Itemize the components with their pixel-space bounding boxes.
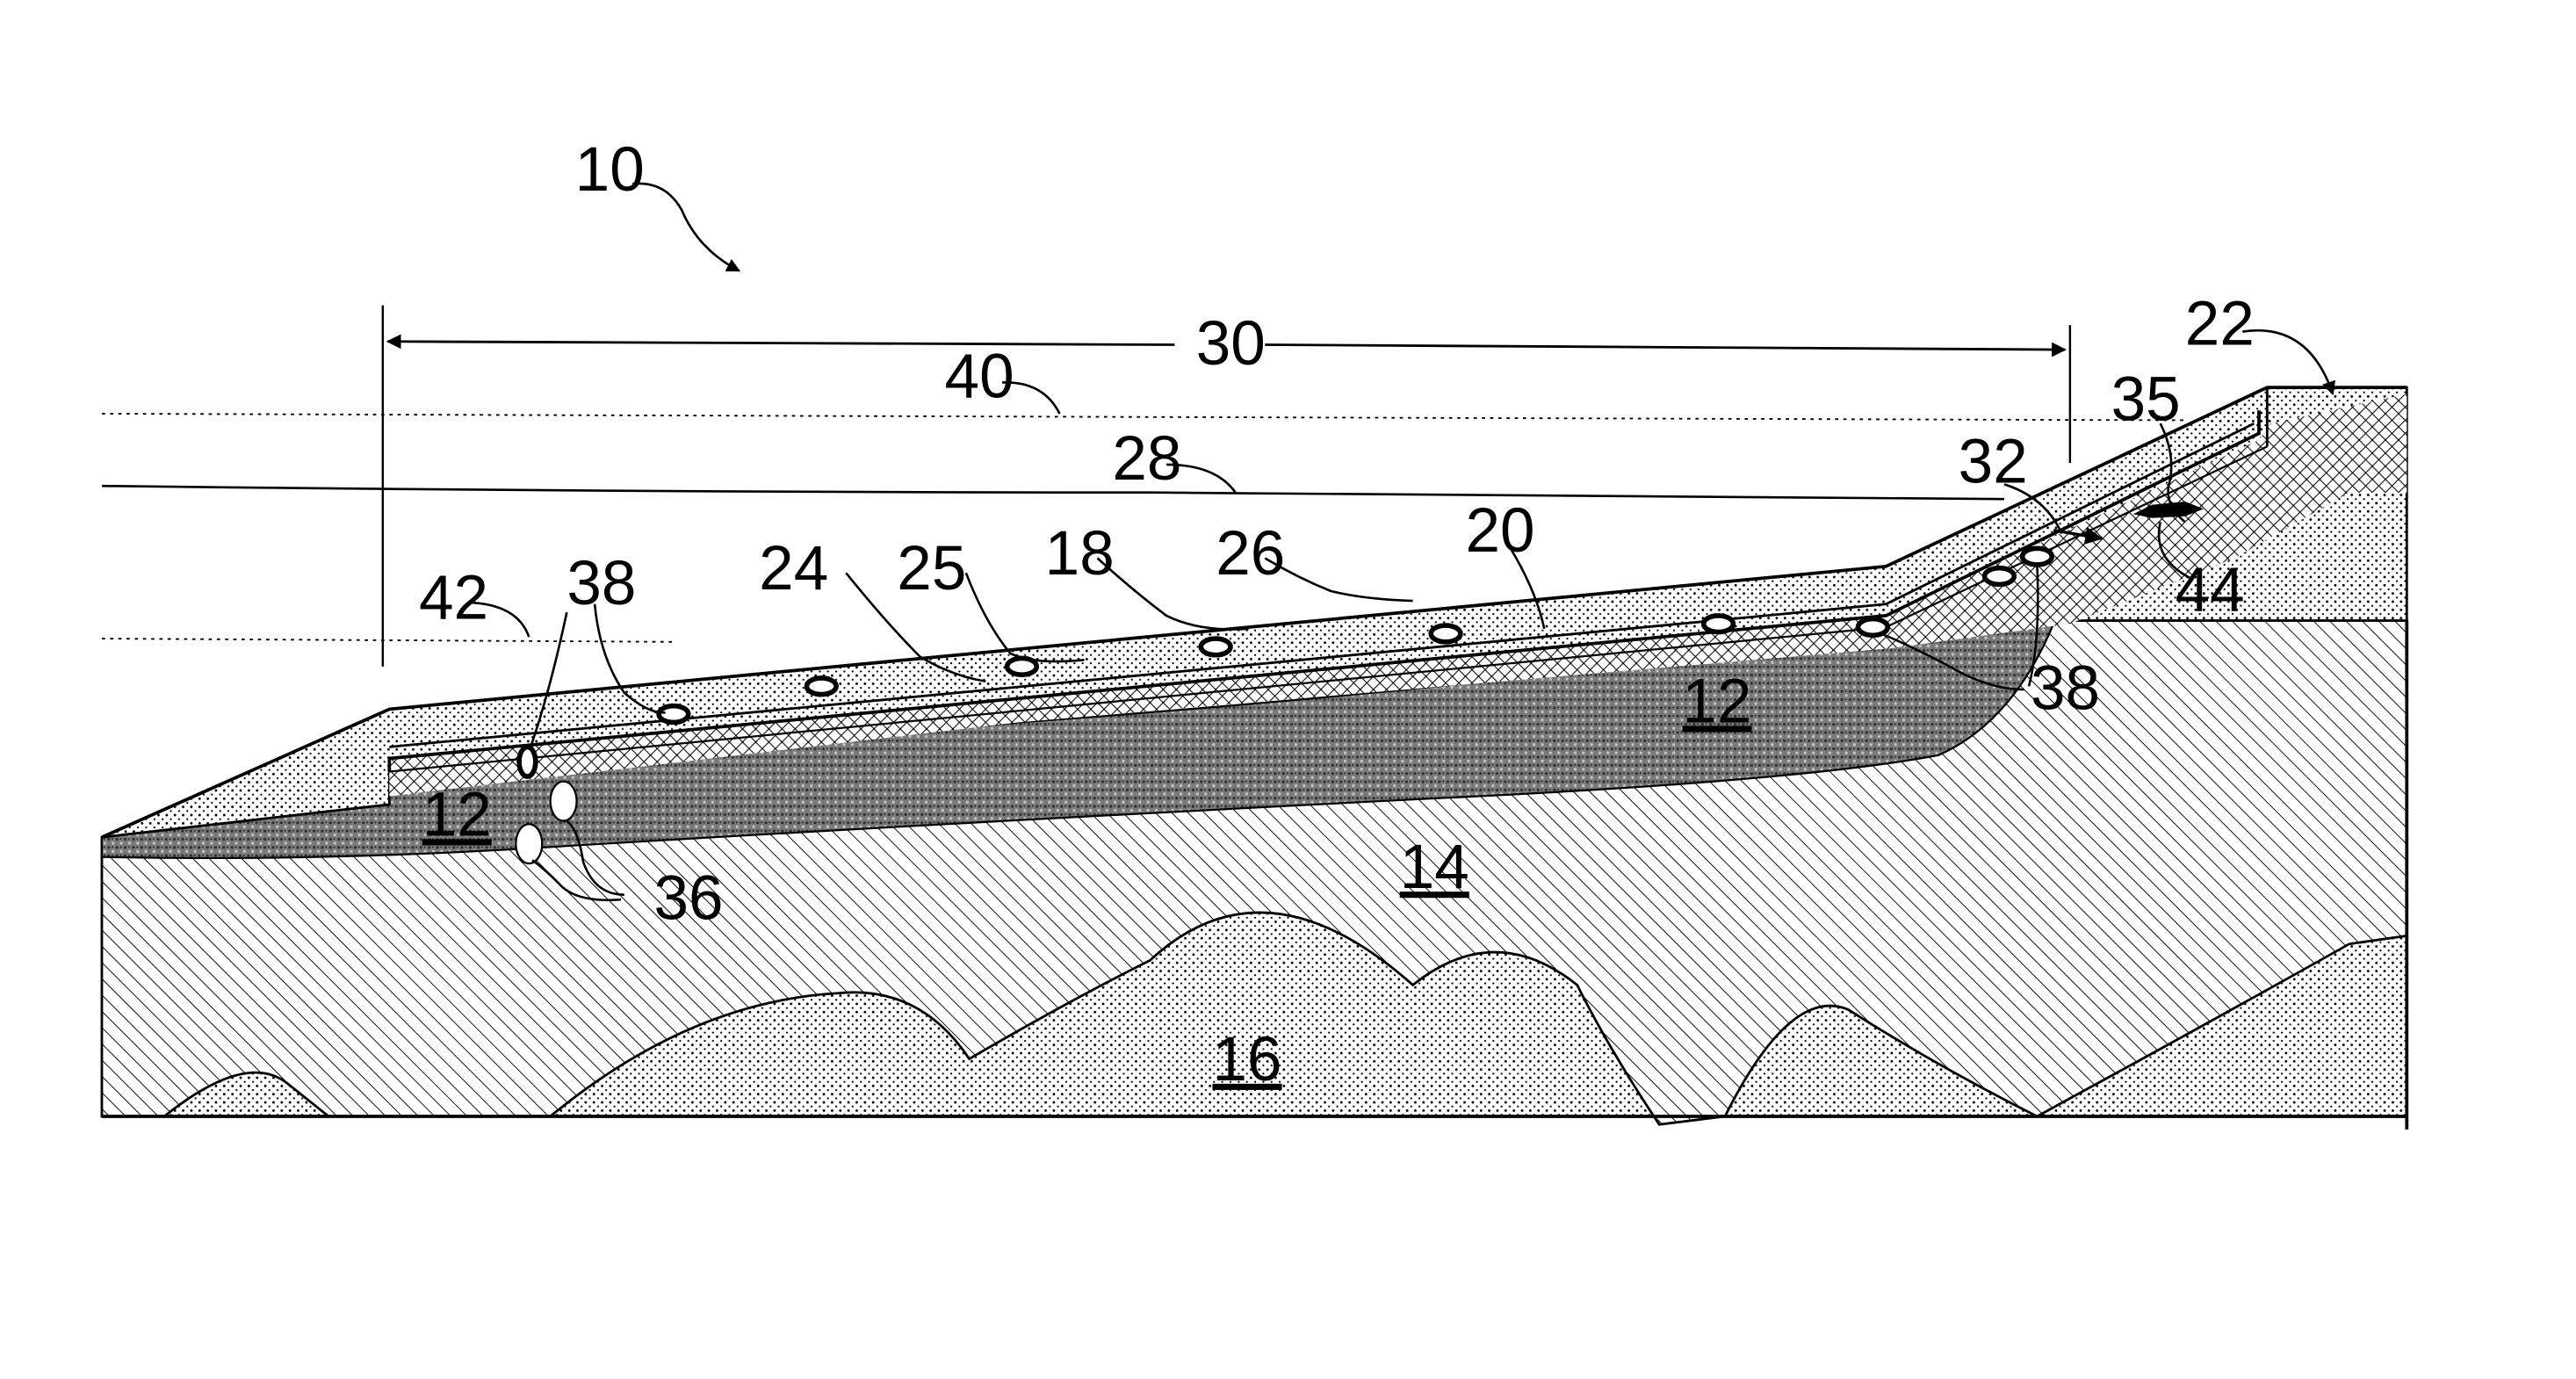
pipe xyxy=(1985,568,2015,585)
label-12-right: 12 xyxy=(1682,667,1751,736)
leader-26 xyxy=(1265,558,1412,601)
dimension-arrow-30-right xyxy=(1265,345,2065,350)
label-26: 26 xyxy=(1216,519,1285,588)
label-14: 14 xyxy=(1400,833,1469,902)
label-35: 35 xyxy=(2111,365,2181,435)
sensor-36-upper xyxy=(551,782,577,821)
leader-10 xyxy=(632,184,740,271)
pipe xyxy=(1704,616,1734,632)
leader-22 xyxy=(2242,330,2333,393)
label-44: 44 xyxy=(2176,555,2245,625)
pipe xyxy=(1201,639,1230,655)
sensor-36-lower xyxy=(516,824,542,863)
well-pipe-38 xyxy=(519,747,536,776)
label-42: 42 xyxy=(419,564,488,633)
label-18: 18 xyxy=(1045,519,1115,588)
label-28: 28 xyxy=(1112,424,1181,494)
water-level-28 xyxy=(102,486,2004,499)
label-25: 25 xyxy=(897,534,966,603)
label-36: 36 xyxy=(653,864,723,934)
label-38-right: 38 xyxy=(2031,653,2100,723)
label-20: 20 xyxy=(1466,496,1535,566)
label-40: 40 xyxy=(945,342,1014,411)
dashed-line-40 xyxy=(102,414,2185,420)
pipe xyxy=(1431,625,1461,642)
label-10: 10 xyxy=(575,135,645,205)
dashed-line-42 xyxy=(102,639,674,642)
label-24: 24 xyxy=(759,534,828,603)
label-32: 32 xyxy=(1959,428,2028,497)
pipe xyxy=(1858,619,1888,636)
label-30: 30 xyxy=(1196,309,1266,379)
label-22: 22 xyxy=(2185,290,2255,359)
pipe xyxy=(2023,548,2053,565)
pipe xyxy=(659,706,689,723)
label-12-left: 12 xyxy=(422,780,492,849)
dimension-arrow-30-left xyxy=(387,342,1174,345)
label-16: 16 xyxy=(1212,1025,1281,1094)
label-38-left: 38 xyxy=(566,549,636,618)
pipe xyxy=(806,678,836,695)
